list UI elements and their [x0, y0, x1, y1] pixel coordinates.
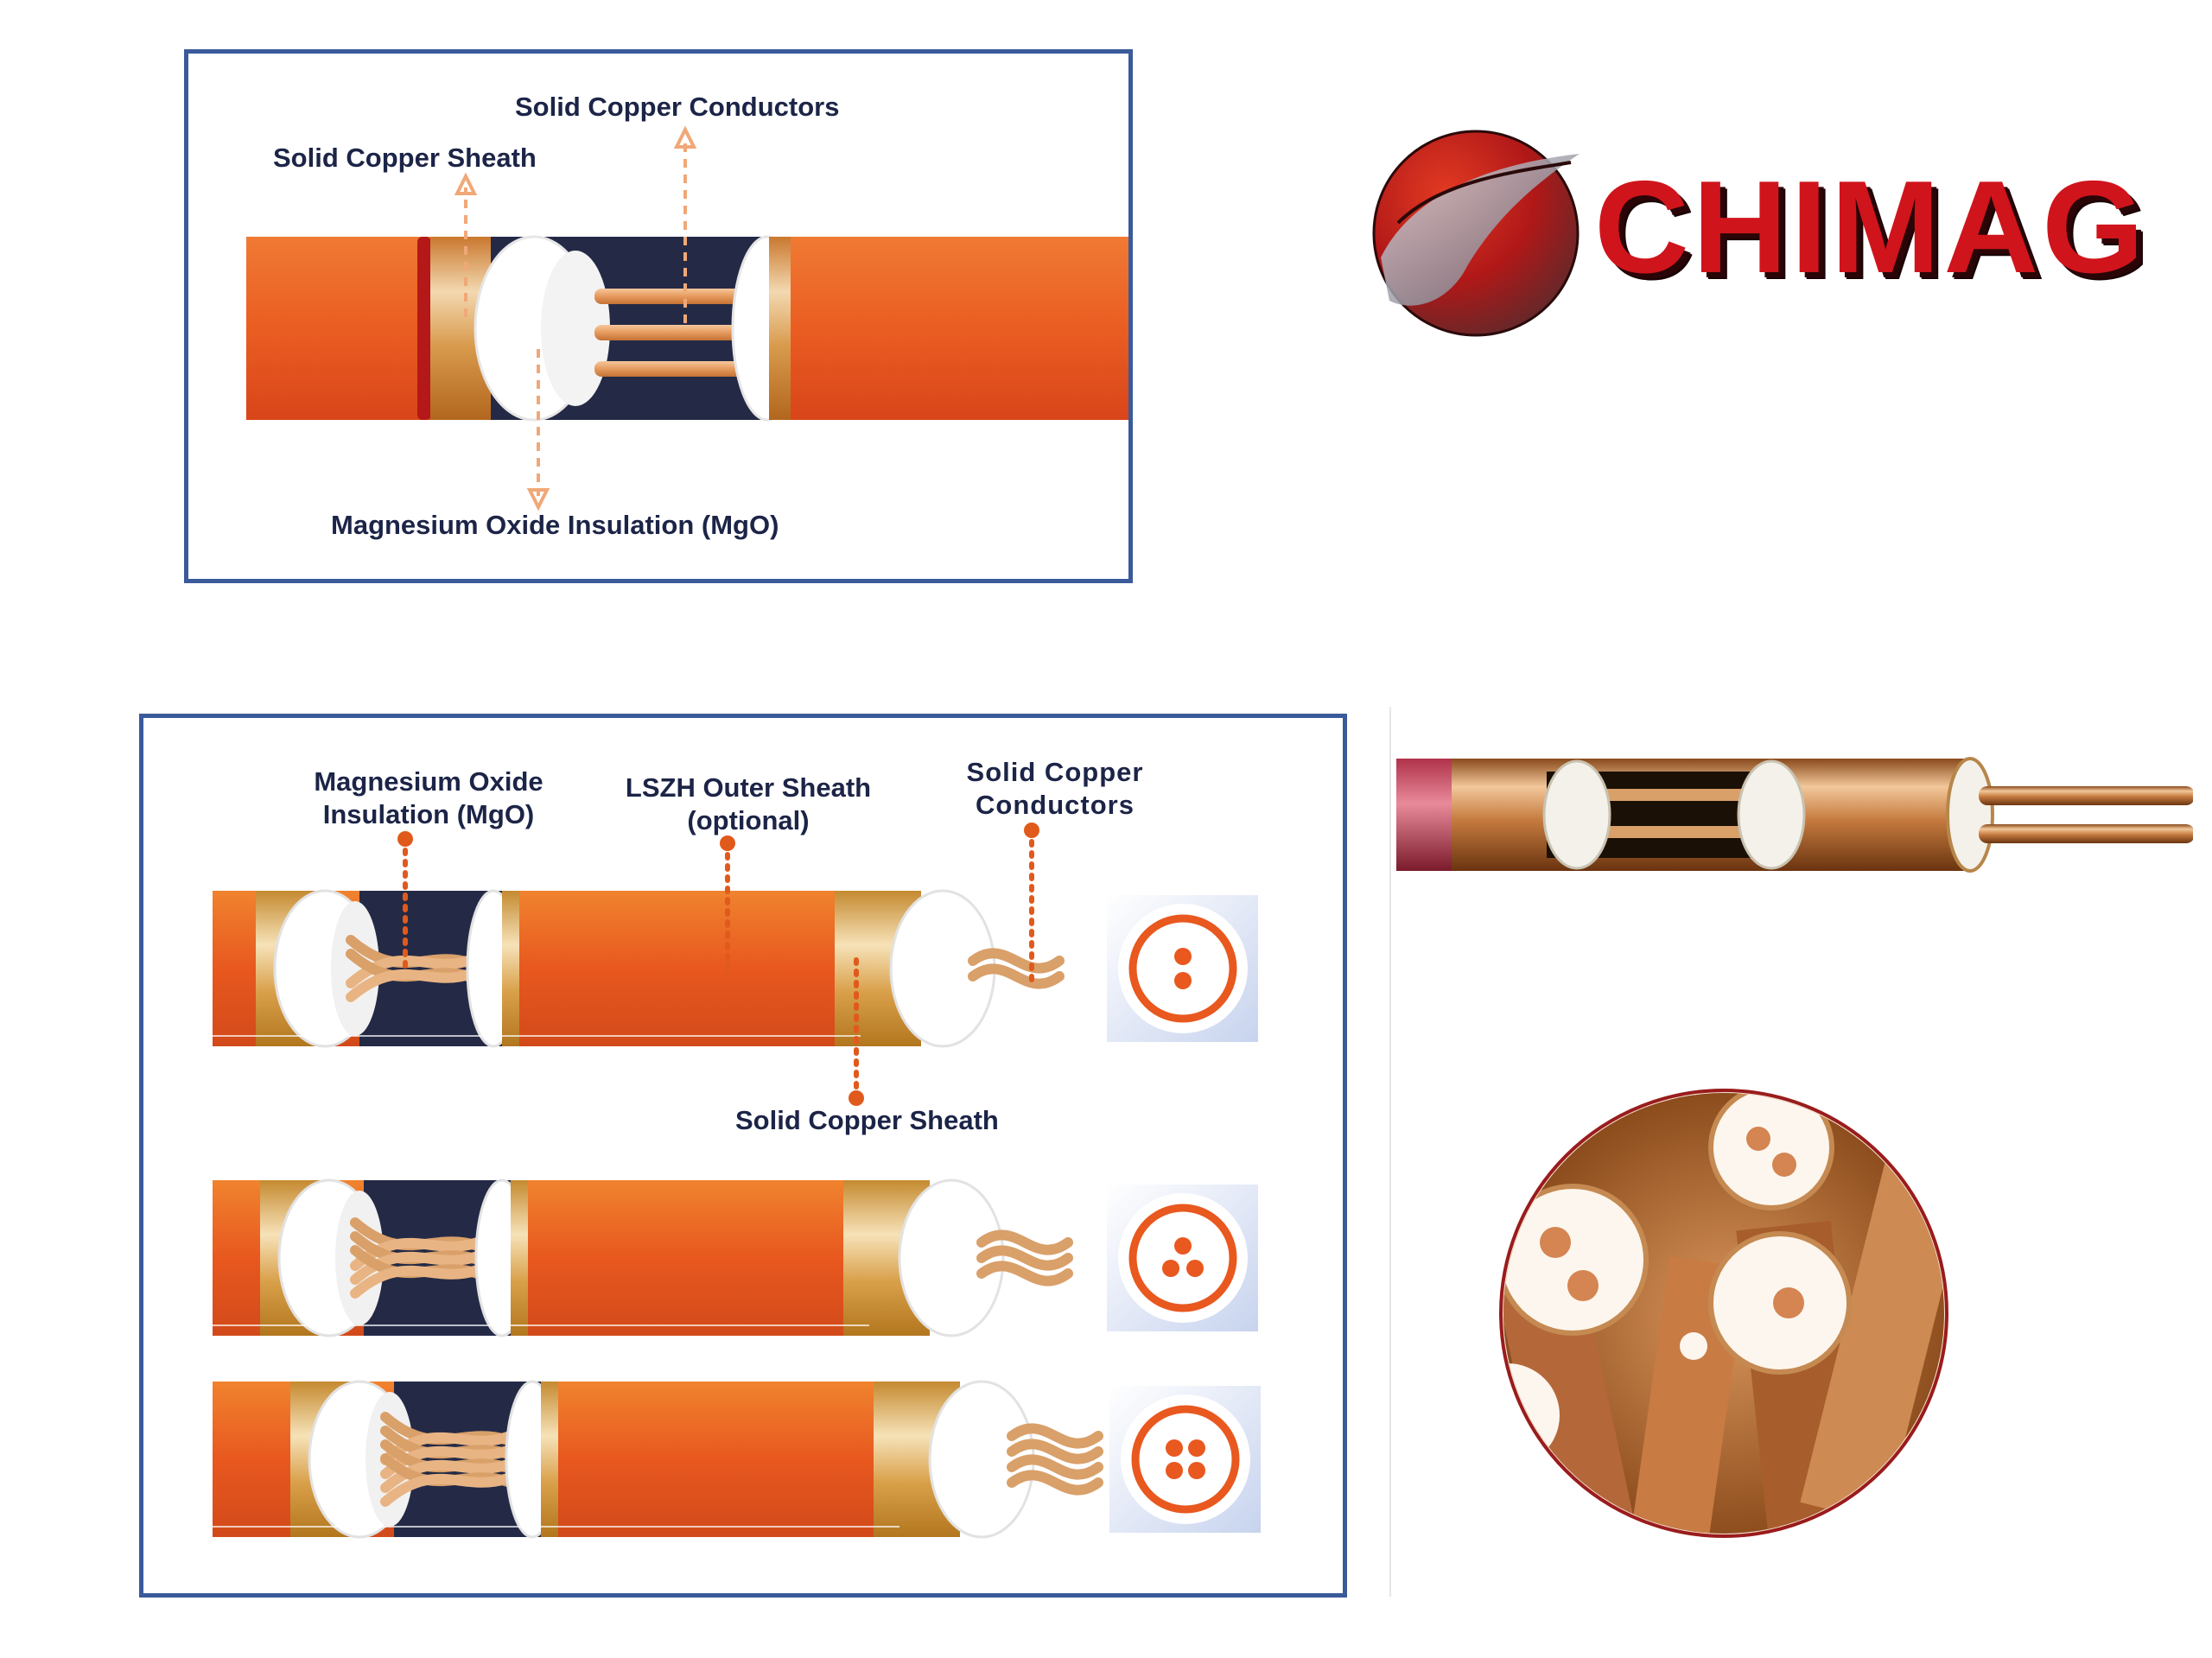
leader-insulation-dot [397, 831, 413, 847]
insulation-disc [898, 1178, 1005, 1337]
label-outer-sheath: LSZH Outer Sheath (optional) [601, 772, 895, 837]
arrow-up-icon [454, 172, 478, 195]
cross-section-face [1121, 1394, 1250, 1524]
logo-wordmark: CHIMAG [1594, 154, 2148, 301]
cross-section-sheath [1131, 1405, 1240, 1514]
arrow-up-icon [673, 125, 697, 149]
cable-cutaway-photo [1396, 757, 2193, 873]
conductor-wire [1007, 1454, 1103, 1480]
label-conductors-line1: Solid Copper [966, 757, 1144, 787]
photo-illustrations [1396, 757, 2193, 1538]
label-outer-sheath-line2: (optional) [687, 805, 810, 835]
label-insulation-line2: Insulation (MgO) [322, 799, 535, 829]
label-conductors-line2: Conductors [976, 790, 1135, 820]
top-cable-illustration [246, 125, 1128, 511]
cross-section-conductor [1174, 948, 1192, 965]
lszh-outer-sheath [519, 891, 882, 1046]
label-conductors: Solid Copper Conductors [515, 92, 840, 122]
red-ring [417, 237, 431, 420]
conductor-wire [968, 948, 1065, 974]
conductor-wire [976, 1261, 1073, 1286]
label-insulation-line1: Magnesium Oxide [314, 766, 543, 797]
cross-section-sheath [1128, 914, 1237, 1023]
cross-section-conductor [1188, 1462, 1205, 1479]
conductor-wire [1007, 1423, 1103, 1449]
label-conductors: Solid Copper Conductors [925, 756, 1185, 822]
cross-section-face [1118, 1193, 1248, 1323]
label-sheath: Solid Copper Sheath [273, 143, 537, 173]
arrow-down-icon [526, 488, 550, 511]
cross-section-conductor [1166, 1439, 1183, 1457]
conductor-wire [1007, 1470, 1103, 1496]
leader-conductors-dot [1024, 823, 1039, 838]
cross-section-conductor [1166, 1462, 1183, 1479]
label-insulation: Magnesium Oxide Insulation (MgO) [290, 765, 567, 831]
leader-outer-sheath-dot [720, 835, 735, 851]
conductor-wire [968, 963, 1065, 989]
top-cable-diagram-panel: Solid Copper Conductors Solid Copper She… [184, 49, 1133, 583]
logo-swoosh-icon [1381, 154, 1580, 306]
label-insulation: Magnesium Oxide Insulation (MgO) [331, 510, 779, 540]
insulation-disc-face [541, 251, 610, 406]
outer-sheath-right [791, 237, 1128, 420]
cross-section-conductor [1162, 1260, 1179, 1277]
lszh-outer-sheath [528, 1180, 891, 1336]
cross-section-conductor [1188, 1439, 1205, 1457]
bottom-cable-diagram-panel: Magnesium Oxide Insulation (MgO) LSZH Ou… [139, 714, 1347, 1598]
product-photos [1389, 707, 2193, 1597]
cross-section-conductor [1174, 972, 1192, 989]
conductor-wire [976, 1245, 1073, 1271]
cross-section-conductor [1174, 1237, 1192, 1255]
insulation-disc-face [331, 901, 379, 1036]
leader-sheath-dot [849, 1090, 864, 1106]
lszh-outer-sheath [558, 1382, 921, 1537]
label-sheath: Solid Copper Sheath [735, 1105, 999, 1135]
outer-sheath-left [246, 237, 445, 420]
cross-section-face [1118, 904, 1248, 1033]
chimag-logo [1372, 130, 1580, 337]
conductor-wire [976, 1229, 1073, 1255]
cross-section-sheath [1128, 1204, 1237, 1312]
label-outer-sheath-line1: LSZH Outer Sheath [625, 772, 872, 803]
cross-section-conductor [1186, 1260, 1204, 1277]
bundle-closeup-photo [1499, 1089, 1948, 1538]
bottom-cable-illustration [213, 823, 1261, 1539]
conductor-wire [1007, 1439, 1103, 1464]
